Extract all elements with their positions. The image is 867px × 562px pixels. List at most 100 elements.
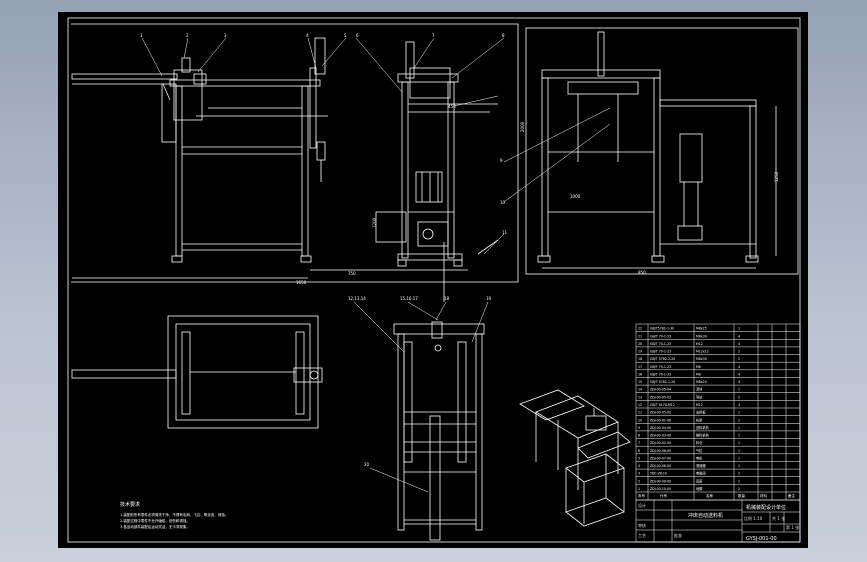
bom-cell-name: M8x30: [696, 357, 707, 361]
bom-cell-no: 7: [638, 441, 640, 445]
bom-cell-no: 2: [638, 479, 640, 483]
side-view: [537, 31, 777, 269]
bom-cell-name: 地脚: [696, 486, 702, 491]
bom-header-code: 代号: [660, 493, 668, 498]
side-view-frame: [525, 27, 799, 275]
drawing-sheet: 1 2 3 4 5 6 7 8 9 10 11 12,13,14 15,16,1…: [58, 12, 808, 548]
balloon-10: 10: [500, 200, 506, 205]
bom-cell-no: 5: [638, 456, 640, 460]
bom-cell-code: GB/T 6170-M12: [650, 403, 675, 407]
bom-cell-no: 20: [638, 342, 642, 346]
bom-cell-qty: 2: [738, 357, 740, 361]
bom-cell-code: ZDJ-00-03-00: [650, 434, 671, 438]
bom-cell-no: 9: [638, 426, 640, 430]
dim-stroke: 450: [448, 104, 456, 109]
bom-cell-qty: 1: [738, 388, 740, 392]
front-view-frame: [71, 23, 519, 283]
bom-cell-code: ZDJ-00-09-00: [650, 479, 671, 483]
balloon-20: 20: [364, 462, 370, 467]
bom-cell-name: 调速器: [696, 463, 706, 468]
bom-cell-qty: 4: [738, 365, 740, 369]
bom-cell-code: GB/T 70-1-23: [650, 350, 671, 354]
plan-view: [71, 315, 323, 429]
bom-cell-name: 滑块: [696, 387, 703, 392]
tech-req-line-1: 1.装配前所有零件必须清洗干净，不得有毛刺、飞边、氧化皮、锈蚀。: [120, 512, 228, 517]
bom-cell-no: 8: [638, 434, 640, 438]
bom-cell-code: ZDJ-00-06-00: [650, 449, 671, 453]
bom-cell-no: 22: [638, 327, 642, 331]
bom-cell-qty: 4: [738, 334, 740, 338]
bom-header-material: 材料: [760, 493, 768, 498]
bom-cell-code: ZDJ-00-05-02: [650, 411, 671, 415]
front-view: [71, 37, 468, 279]
approval-process: 工艺: [638, 533, 646, 538]
tech-req-line-3: 3.各运动部件装配后运动灵活，无卡滞现象。: [120, 524, 190, 529]
bom-cell-name: M6: [696, 365, 701, 369]
balloon-15: 15,16,17: [400, 296, 418, 301]
bom-header-note: 备注: [788, 493, 796, 498]
bom-cell-name: 料仓: [696, 440, 703, 445]
bom-cell-name: 导轨: [696, 394, 703, 399]
balloon-6: 6: [356, 33, 359, 38]
leader-lines: [141, 37, 611, 493]
bom-cell-qty: 1: [738, 464, 740, 468]
dim-overall-length: 1650: [296, 280, 307, 285]
bom-cell-qty: 2: [738, 487, 740, 491]
bom-cell-qty: 4: [738, 342, 740, 346]
dim-side-width: 850: [638, 270, 646, 275]
bom-cell-qty: 1: [738, 426, 740, 430]
balloon-5: 5: [344, 33, 347, 38]
bom-cell-name: 电机: [696, 455, 703, 460]
dim-column: 2000: [520, 121, 525, 132]
bom-cell-no: 13: [638, 395, 642, 399]
balloon-9: 9: [500, 158, 503, 163]
balloon-7: 7: [432, 33, 435, 38]
bom-cell-no: 10: [638, 418, 642, 422]
bom-cell-name: M12x12: [696, 350, 709, 354]
approval-review: 审核: [638, 522, 646, 528]
bom-cell-no: 11: [638, 411, 642, 415]
drawing-canvas: 1 2 3 4 5 6 7 8 9 10 11 12,13,14 15,16,1…: [67, 17, 801, 543]
title-block: 冲床自动送料机 机械装配设计单位 GYSJ-001-00 设计 审核 工艺 批准…: [635, 499, 801, 543]
approval-design: 设计: [638, 502, 646, 508]
bom-cell-qty: 1: [738, 449, 740, 453]
tech-req-line-2: 2.装配过程中零件不允许磕碰、划伤和锈蚀。: [120, 518, 190, 523]
bom-cell-qty: 2: [738, 395, 740, 399]
bom-cell-name: M8x25: [696, 327, 707, 331]
bom-header-qty: 数量: [738, 493, 746, 498]
balloon-18: 18: [444, 296, 450, 301]
dim-base: 750: [348, 271, 356, 276]
approval-final: 批准: [674, 532, 682, 538]
balloon-1: 1: [140, 33, 143, 38]
balloon-3: 3: [224, 33, 227, 38]
bom-cell-code: GB/T 5782-2-20: [650, 357, 675, 361]
bom-cell-code: GB/T 70-1-23: [650, 372, 671, 376]
bom-cell-qty: 1: [738, 456, 740, 460]
isometric-view: [519, 389, 631, 527]
bom-cell-no: 14: [638, 388, 642, 392]
bom-cell-code: ZDJ-00-01-00: [650, 418, 671, 422]
bom-cell-no: 1: [638, 487, 640, 491]
bom-cell-qty: 4: [738, 380, 740, 384]
bom-cell-no: 17: [638, 365, 642, 369]
bom-cell-name: 送料机构: [696, 425, 709, 430]
bom-cell-qty: 4: [738, 372, 740, 376]
bom-cell-no: 12: [638, 403, 642, 407]
balloon-12: 12,13,14: [348, 296, 366, 301]
bom-cell-code: ZDJ-00-07-00: [650, 456, 671, 460]
bom-cell-code: ZDJ-00-05-04: [650, 388, 671, 392]
bom-cell-code: GB/T 5782-1-20: [650, 380, 675, 384]
balloon-11: 11: [502, 230, 508, 235]
bom-cell-code: GB/T 70-1-22: [650, 365, 671, 369]
sheet-border: [67, 17, 801, 543]
bom-cell-no: 19: [638, 350, 642, 354]
bom-cell-name: 机架: [696, 417, 703, 422]
bom-cell-qty: 1: [738, 411, 740, 415]
bom-cell-name: M12: [696, 342, 703, 346]
bom-cell-code: ZDJ-00-04-00: [650, 426, 671, 430]
bom-cell-no: 3: [638, 472, 640, 476]
bom-cell-qty: 1: [738, 434, 740, 438]
bom-cell-name: 支撑板: [696, 410, 706, 415]
